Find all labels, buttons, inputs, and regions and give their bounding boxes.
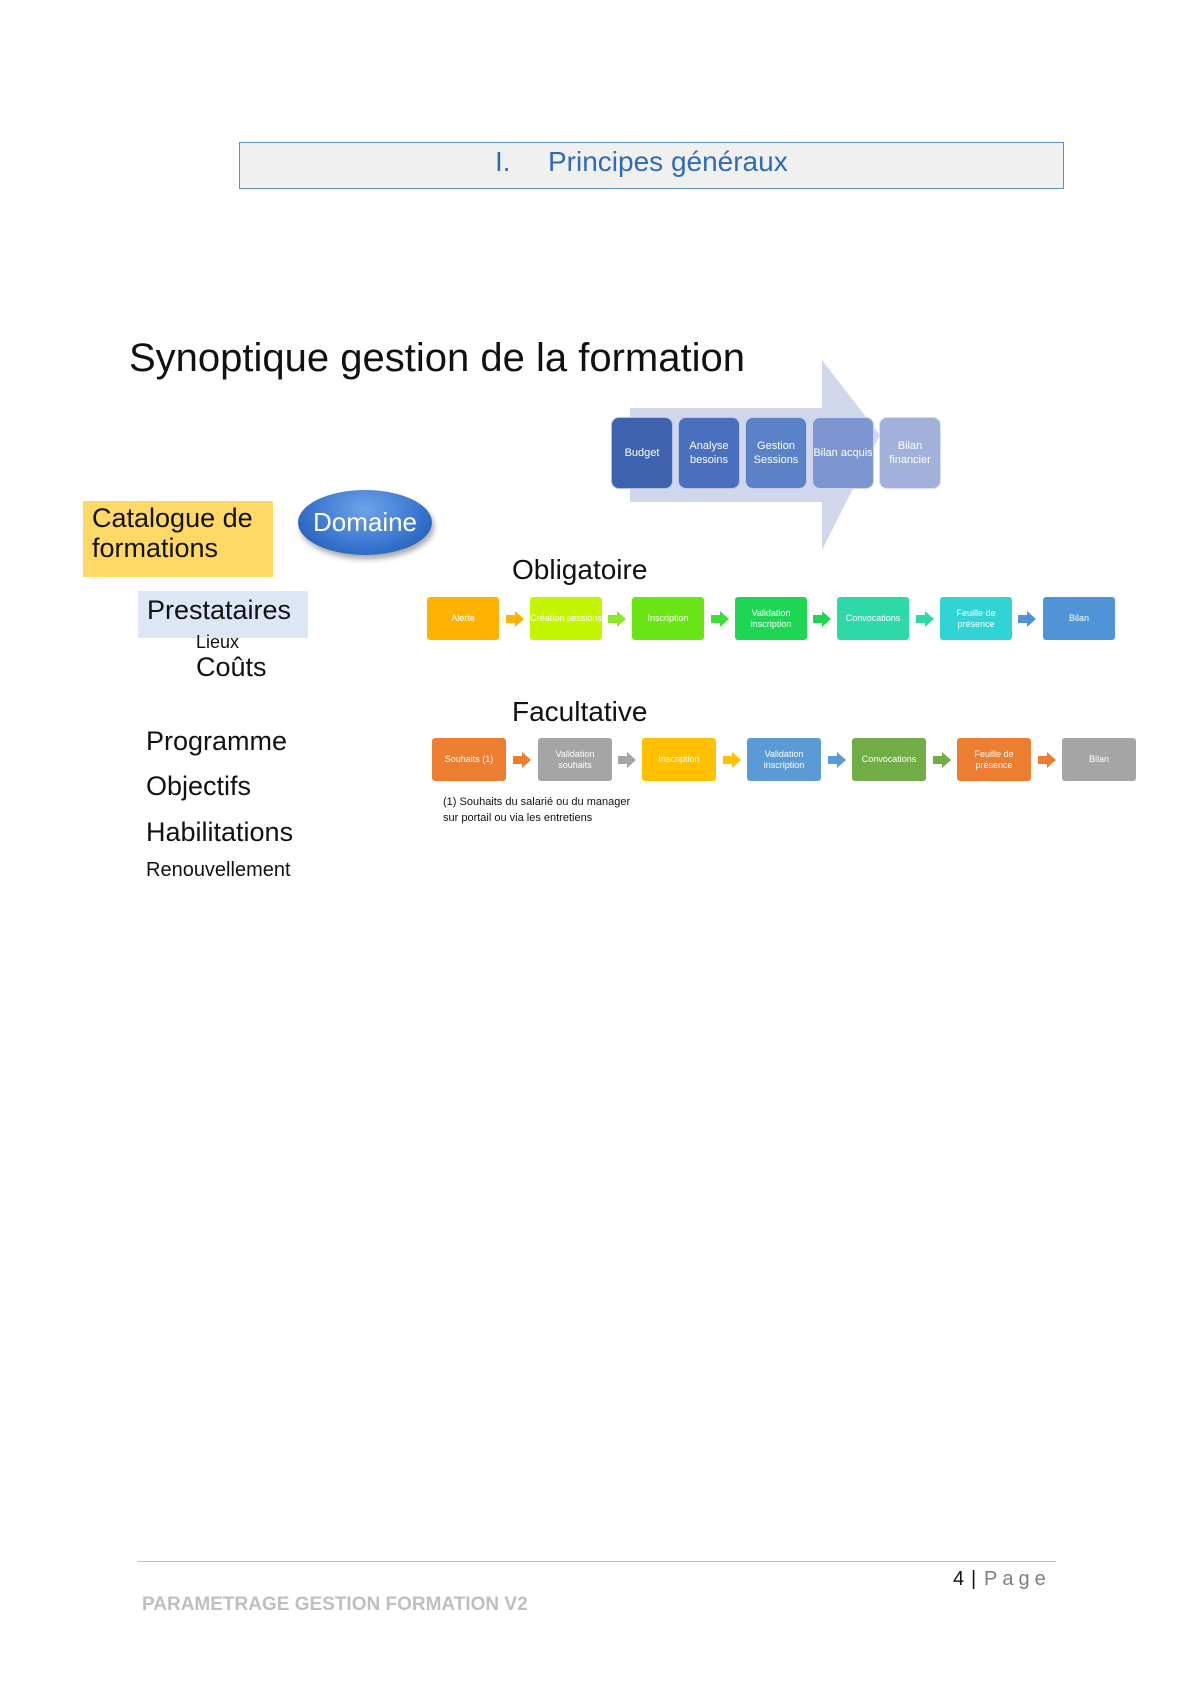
footnote-line-2: sur portail ou via les entretiens bbox=[443, 812, 593, 824]
synoptique-title: Synoptique gestion de la formation bbox=[129, 336, 745, 380]
section-heading-box bbox=[239, 142, 1064, 189]
renouvellement-label: Renouvellement bbox=[146, 859, 291, 881]
footer-document-title: PARAMETRAGE GESTION FORMATION V2 bbox=[142, 1594, 528, 1615]
habilitations-label: Habilitations bbox=[146, 817, 294, 847]
section-number: I. bbox=[495, 146, 511, 177]
souhaits-footnote: (1) Souhaits du salarié ou du manager su… bbox=[443, 794, 630, 826]
arrow-right-icon bbox=[1038, 752, 1056, 768]
arrow-right-icon bbox=[513, 752, 531, 768]
top-flow-step: Budget bbox=[611, 417, 673, 489]
page-word: Page bbox=[984, 1568, 1051, 1590]
arrow-right-icon bbox=[916, 611, 934, 627]
arrow-right-icon bbox=[933, 752, 951, 768]
obligatoire-step: Inscription bbox=[632, 597, 704, 640]
facultative-step: Convocations bbox=[852, 738, 926, 781]
arrow-right-icon bbox=[828, 752, 846, 768]
catalogue-de-formations: Catalogue de formations bbox=[83, 501, 273, 577]
top-flow-step: Bilan financier bbox=[879, 417, 941, 489]
programme-label: Programme bbox=[146, 726, 288, 756]
arrow-right-icon bbox=[506, 611, 524, 627]
footer-divider bbox=[138, 1561, 1056, 1562]
obligatoire-step: Validation inscription bbox=[735, 597, 807, 640]
facultative-step: Souhaits (1) bbox=[432, 738, 506, 781]
arrow-right-icon bbox=[711, 611, 729, 627]
page-number: 4 bbox=[953, 1568, 965, 1590]
page-separator: | bbox=[971, 1568, 977, 1590]
top-flow-step: Bilan acquis bbox=[812, 417, 874, 489]
facultative-step: Feuille de présence bbox=[957, 738, 1031, 781]
facultative-step: Inscription bbox=[642, 738, 716, 781]
couts-label: Coûts bbox=[196, 652, 267, 682]
obligatoire-step: Création sessions bbox=[530, 597, 602, 640]
facultative-step: Bilan bbox=[1062, 738, 1136, 781]
facultative-title: Facultative bbox=[512, 696, 648, 727]
lieux-label: Lieux bbox=[196, 632, 240, 652]
facultative-step: Validation inscription bbox=[747, 738, 821, 781]
obligatoire-step: Alerte bbox=[427, 597, 499, 640]
arrow-right-icon bbox=[608, 611, 626, 627]
obligatoire-step: Convocations bbox=[837, 597, 909, 640]
obligatoire-step: Feuille de présence bbox=[940, 597, 1012, 640]
section-title: Principes généraux bbox=[548, 146, 788, 177]
obligatoire-step: Bilan bbox=[1043, 597, 1115, 640]
prestataires-label: Prestataires bbox=[138, 591, 308, 638]
objectifs-label: Objectifs bbox=[146, 771, 252, 801]
arrow-right-icon bbox=[1018, 611, 1036, 627]
facultative-step: Validation souhaits bbox=[538, 738, 612, 781]
arrow-right-icon bbox=[723, 752, 741, 768]
obligatoire-title: Obligatoire bbox=[512, 554, 648, 585]
arrow-right-icon bbox=[618, 752, 636, 768]
top-flow-step: Analyse besoins bbox=[678, 417, 740, 489]
domaine-ellipse: Domaine bbox=[298, 490, 432, 555]
footnote-line-1: (1) Souhaits du salarié ou du manager bbox=[443, 796, 631, 808]
top-flow-step: Gestion Sessions bbox=[745, 417, 807, 489]
arrow-right-icon bbox=[813, 611, 831, 627]
